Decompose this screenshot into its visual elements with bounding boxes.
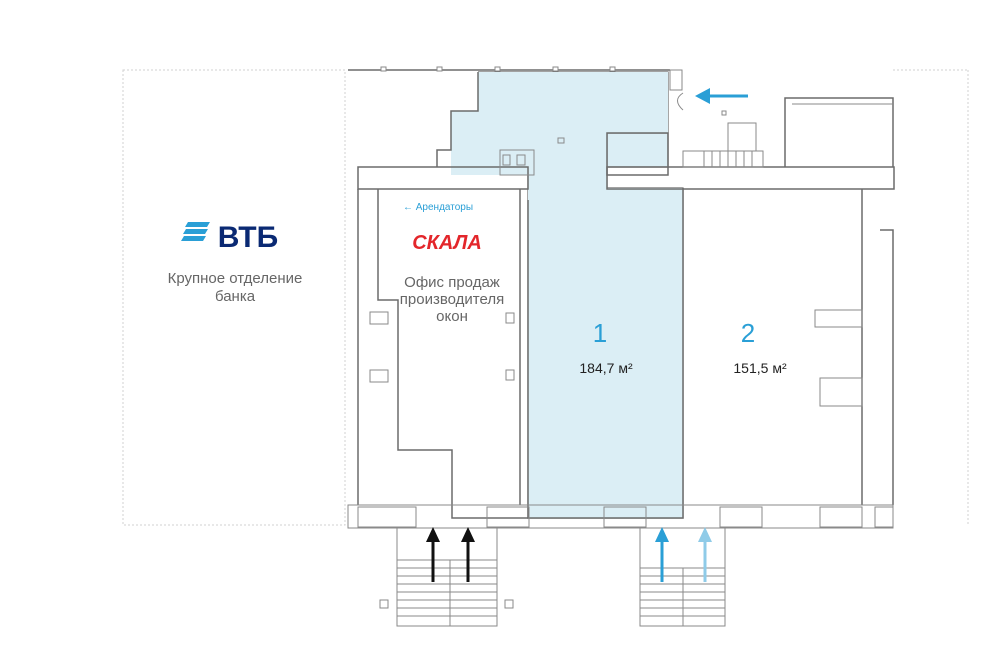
unit-2-number[interactable]: 2 <box>740 318 756 348</box>
skala-logo: СКАЛА <box>412 232 482 254</box>
entrance-stairs-left <box>379 527 514 627</box>
tenant-caption: окон <box>436 308 468 325</box>
unit-1-area-label: 184,7 м² <box>579 360 633 376</box>
vtb-logo: ВТБ <box>217 221 279 254</box>
entrance-arrow-icon <box>698 527 712 582</box>
entrance-arrow-icon <box>695 88 748 104</box>
tenants-link[interactable]: ← Арендаторы <box>402 202 474 213</box>
bank-area-border <box>122 69 346 526</box>
entrance-stairs-right <box>639 527 726 627</box>
tenant-caption: производителя <box>399 291 505 308</box>
bank-caption: Крупное отделение <box>167 270 303 287</box>
unit-1-number[interactable]: 1 <box>592 318 608 348</box>
bank-caption: банка <box>214 288 256 305</box>
vtb-logo-icon <box>181 222 210 241</box>
tenant-caption: Офис продаж <box>404 274 500 291</box>
entrance-arrow-icon <box>426 527 475 582</box>
unit-2-area-label: 151,5 м² <box>733 360 787 376</box>
entrance-arrow-icon <box>655 527 669 582</box>
